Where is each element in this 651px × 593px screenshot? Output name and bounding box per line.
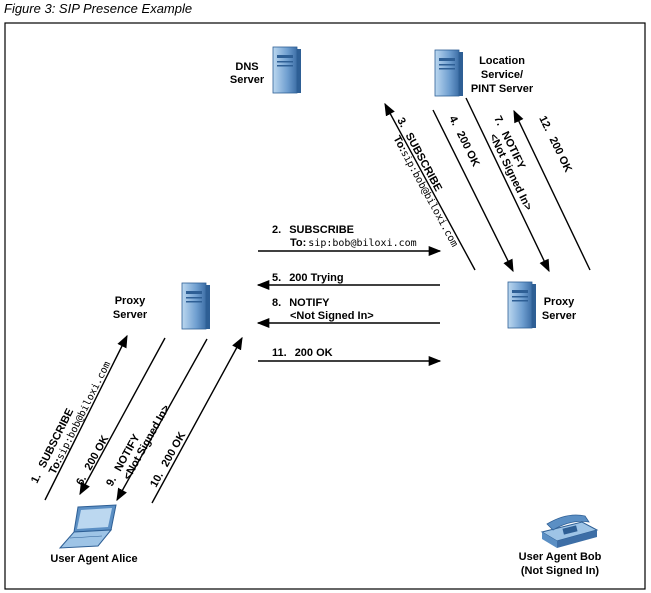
arrow-4-200ok <box>432 109 514 273</box>
message-8-label: 8.NOTIFY <Not Signed In> <box>272 297 374 322</box>
proxy-left-label-2: Server <box>113 309 148 321</box>
arrow-1-subscribe <box>44 334 128 501</box>
laptop-icon <box>58 504 117 549</box>
svg-text:<Not Signed In>: <Not Signed In> <box>290 310 374 322</box>
message-1-label: 1.SUBSCRIBE To:sip:bob@biloxi.com <box>29 359 113 485</box>
arrow-6-200ok <box>79 337 166 496</box>
server-icon <box>507 281 537 329</box>
svg-text:To:sip:bob@biloxi.com: To:sip:bob@biloxi.com <box>290 237 417 249</box>
svg-text:8.NOTIFY: 8.NOTIFY <box>272 297 330 309</box>
alice-label: User Agent Alice <box>50 553 137 565</box>
proxy-left-label-1: Proxy <box>115 295 146 307</box>
server-icon <box>434 49 464 97</box>
server-icon <box>272 46 302 94</box>
location-label-2: Service/ <box>481 69 523 81</box>
svg-text:To:sip:bob@biloxi.com: To:sip:bob@biloxi.com <box>47 359 113 476</box>
server-icon <box>181 282 211 330</box>
user-agent-bob: User Agent Bob (Not Signed In) <box>519 514 602 577</box>
user-agent-alice: User Agent Alice <box>50 504 138 565</box>
arrow-10-200ok <box>151 336 243 504</box>
figure-caption: Figure 3: SIP Presence Example <box>4 1 193 16</box>
message-12-label: 12.200 OK <box>536 114 574 174</box>
phone-icon <box>540 514 599 548</box>
message-5-label: 5.200 Trying <box>272 272 344 284</box>
location-label-3: PINT Server <box>471 83 534 95</box>
arrow-12-200ok <box>513 109 591 271</box>
svg-text:12.200 OK: 12.200 OK <box>536 114 574 174</box>
proxy-server-left: Proxy Server <box>113 282 211 330</box>
proxy-right-label-1: Proxy <box>544 296 575 308</box>
dns-label-1: DNS <box>235 61 258 73</box>
message-2-label: 2.SUBSCRIBE To:sip:bob@biloxi.com <box>272 224 417 249</box>
dns-label-2: Server <box>230 74 265 86</box>
diagram-frame <box>4 22 646 590</box>
arrow-9-notify <box>116 338 208 502</box>
svg-text:4.200 OK: 4.200 OK <box>446 114 481 169</box>
message-7-label: 7.NOTIFY <Not Signed In> <box>487 114 534 212</box>
proxy-server-right: Proxy Server <box>507 281 577 329</box>
location-server: Location Service/ PINT Server <box>434 49 534 97</box>
message-4-label: 4.200 OK <box>446 114 481 169</box>
message-11-label: 11.200 OK <box>272 347 333 359</box>
dns-server: DNS Server <box>230 46 302 94</box>
arrow-3-subscribe <box>384 102 476 271</box>
svg-text:2.SUBSCRIBE: 2.SUBSCRIBE <box>272 224 354 236</box>
bob-label-2: (Not Signed In) <box>521 565 600 577</box>
proxy-right-label-2: Server <box>542 310 577 322</box>
arrow-7-notify <box>465 97 550 273</box>
svg-text:To:sip:bob@biloxi.com: To:sip:bob@biloxi.com <box>390 134 460 249</box>
location-label-1: Location <box>479 55 525 67</box>
bob-label-1: User Agent Bob <box>519 551 602 563</box>
